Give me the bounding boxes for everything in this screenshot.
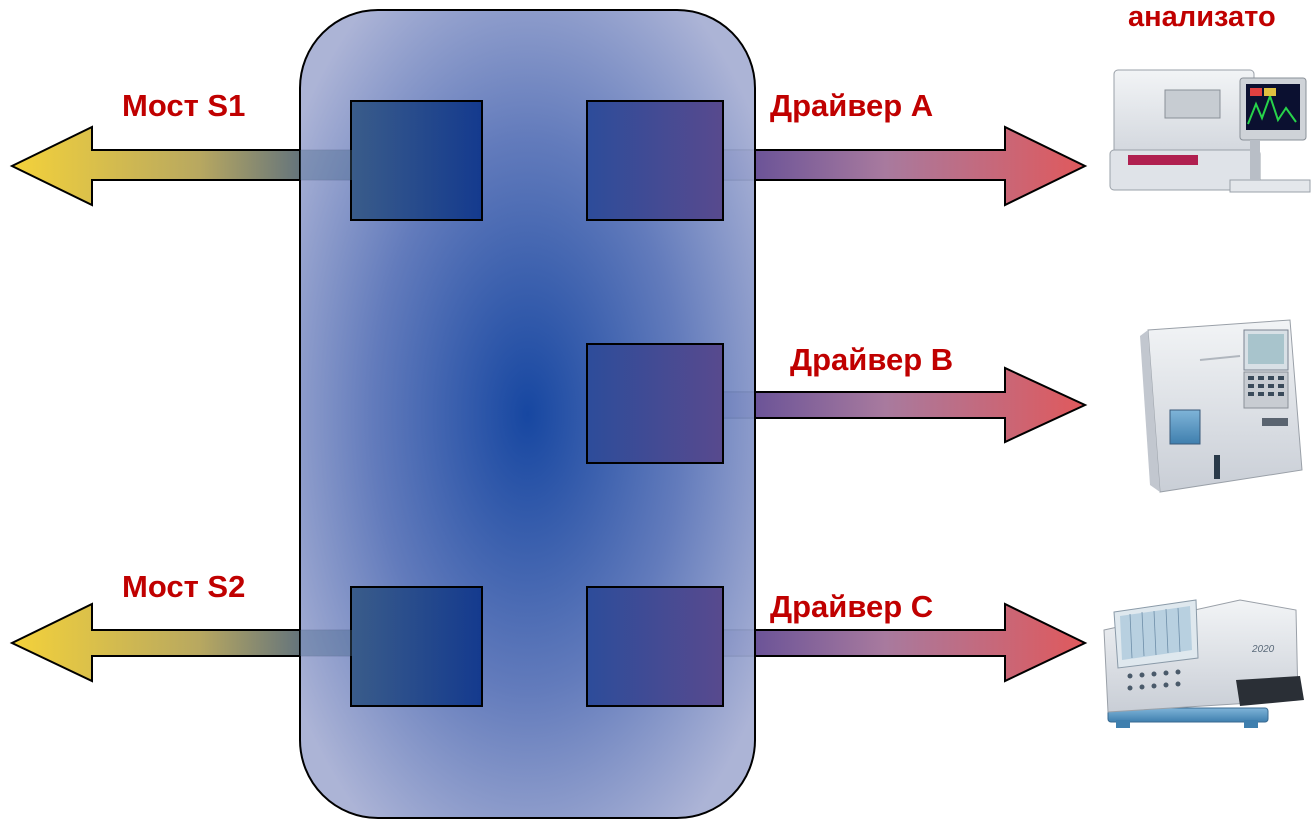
- bridge-s2-shaft-overlay: [300, 630, 352, 656]
- driver-a-label: Драйвер A: [770, 88, 933, 123]
- bridge-s1-port: [350, 100, 483, 221]
- driver-c-port: [586, 586, 724, 707]
- bridge-s1-label: Мост S1: [122, 88, 245, 123]
- analyzer-b-image: [1140, 319, 1303, 493]
- bridge-s2-port: [350, 586, 483, 707]
- analyzer-a-image: [1109, 69, 1311, 193]
- driver-a-arrow: [721, 125, 1088, 207]
- driver-b-port: [586, 343, 724, 464]
- analyzer-c-image: 2020: [1103, 599, 1304, 728]
- driver-c-arrow: [721, 602, 1088, 683]
- bridge-s2-label: Мост S2: [122, 569, 245, 604]
- driver-b-arrow: [721, 366, 1088, 444]
- analyzer-c-display-text: 2020: [1251, 644, 1275, 655]
- driver-a-port: [586, 100, 724, 221]
- devices-header-label: анализато: [1128, 1, 1276, 33]
- driver-b-label: Драйвер B: [790, 342, 953, 377]
- driver-c-label: Драйвер C: [770, 589, 933, 624]
- bridge-s1-shaft-overlay: [300, 150, 352, 180]
